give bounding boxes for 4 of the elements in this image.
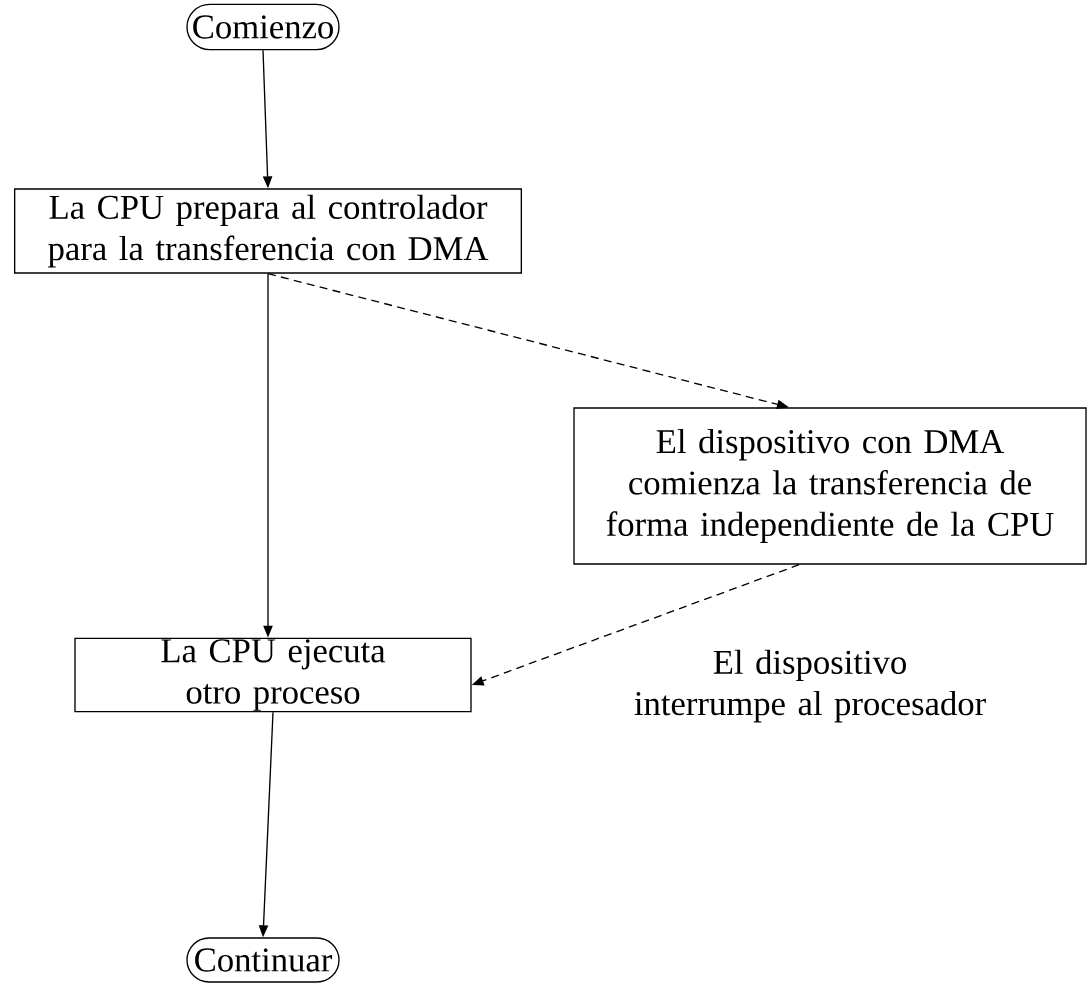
process-box: El dispositivo con DMA comienza la transferencia de forma independiente de la CPU xyxy=(573,407,1087,565)
process-box: La CPU ejecuta otro proceso xyxy=(74,637,472,713)
process-box: La CPU prepara al controlador para la transferencia con DMA xyxy=(14,188,522,274)
edge-label: El dispositivo interrumpe al procesador xyxy=(608,648,1012,724)
